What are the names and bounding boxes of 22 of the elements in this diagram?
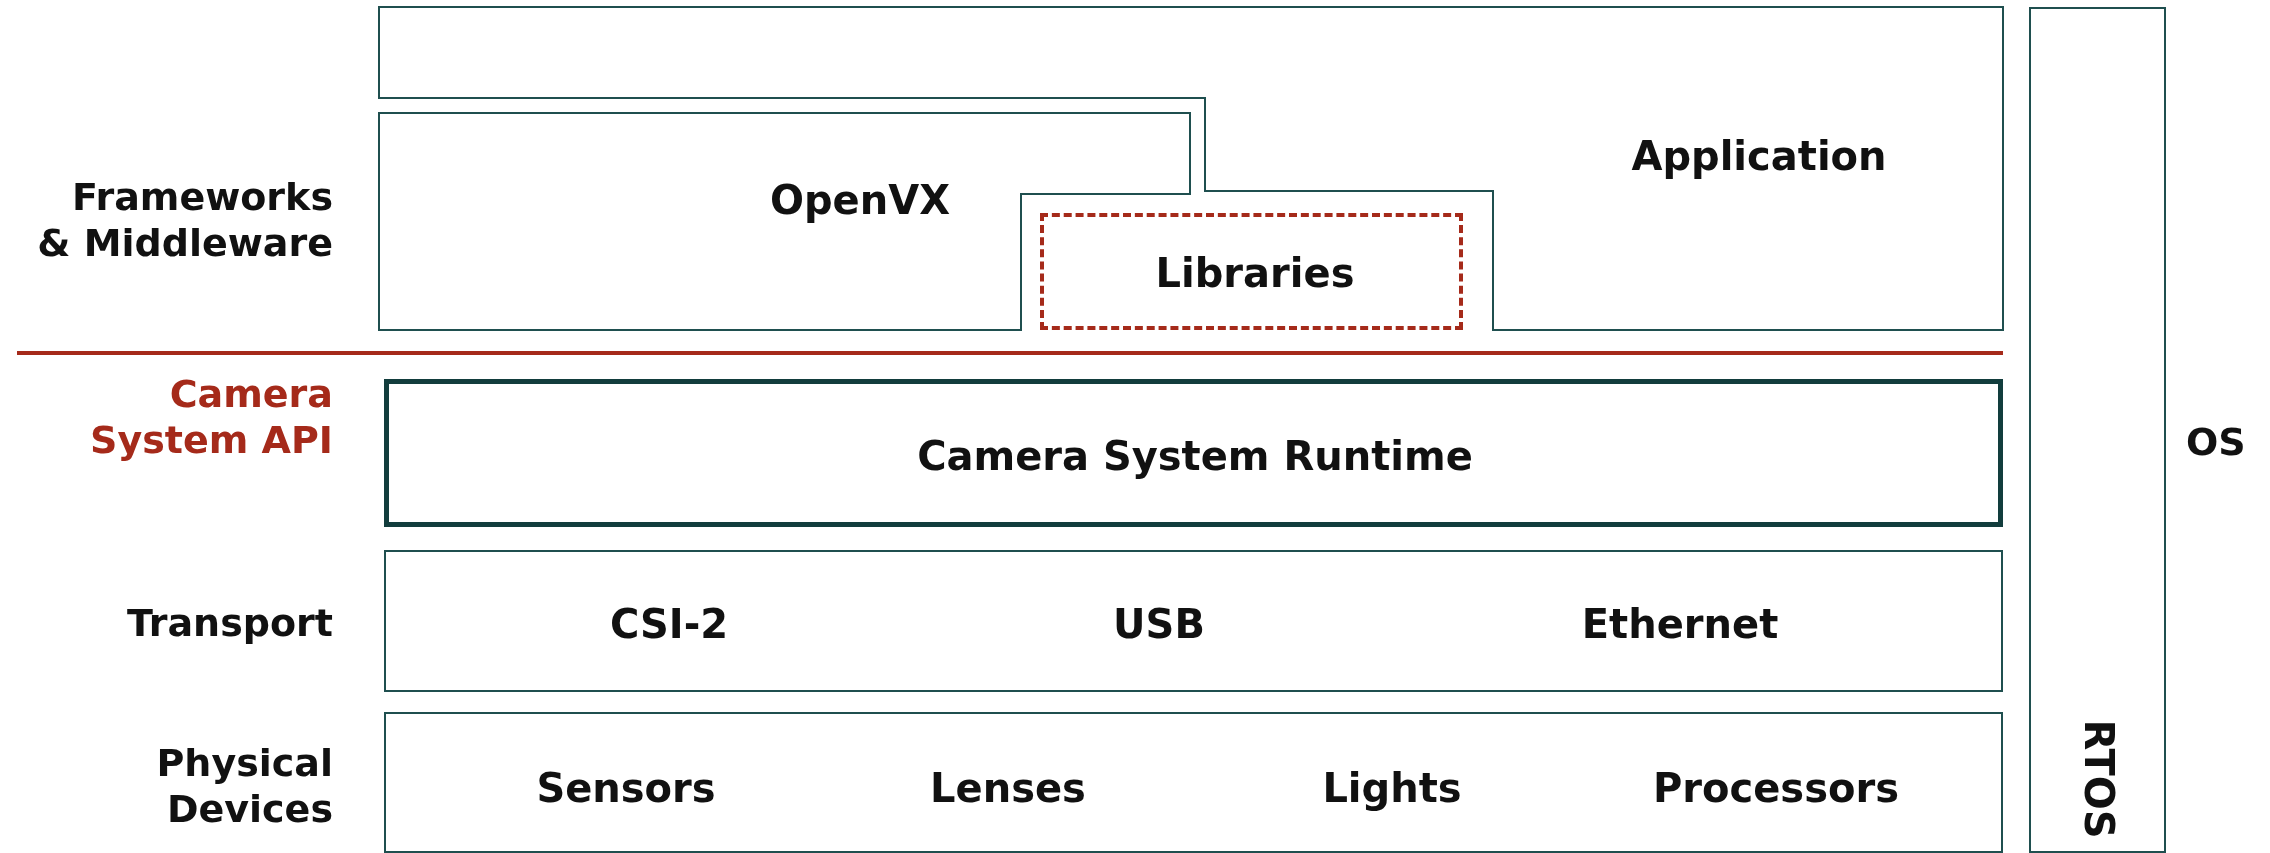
block-label: Libraries	[1155, 250, 1355, 296]
block-label: Application	[1631, 133, 1887, 179]
layer-label: Frameworks & Middleware	[36, 173, 333, 267]
device-block	[384, 712, 2003, 853]
block-label: Lights	[1322, 765, 1462, 811]
block-label: RTOS	[2076, 719, 2122, 839]
block-label: Lenses	[930, 765, 1086, 811]
block-label: Processors	[1653, 765, 1899, 811]
block-label: Sensors	[536, 765, 716, 811]
layer-label: Physical Devices	[155, 739, 333, 833]
library-block	[1040, 213, 1463, 330]
block-label: Camera System Runtime	[917, 433, 1473, 479]
block-label: Ethernet	[1581, 601, 1779, 647]
block-label: USB	[1113, 601, 1205, 647]
block-label: OpenVX	[770, 177, 950, 223]
layer-label: OS	[2186, 418, 2246, 466]
block-label: CSI-2	[609, 601, 729, 647]
layer-label: Transport	[127, 599, 333, 647]
os-column	[2029, 7, 2166, 853]
runtime-block	[384, 379, 2003, 527]
transport-block	[384, 550, 2003, 692]
layer-label: Camera System API	[89, 370, 333, 464]
